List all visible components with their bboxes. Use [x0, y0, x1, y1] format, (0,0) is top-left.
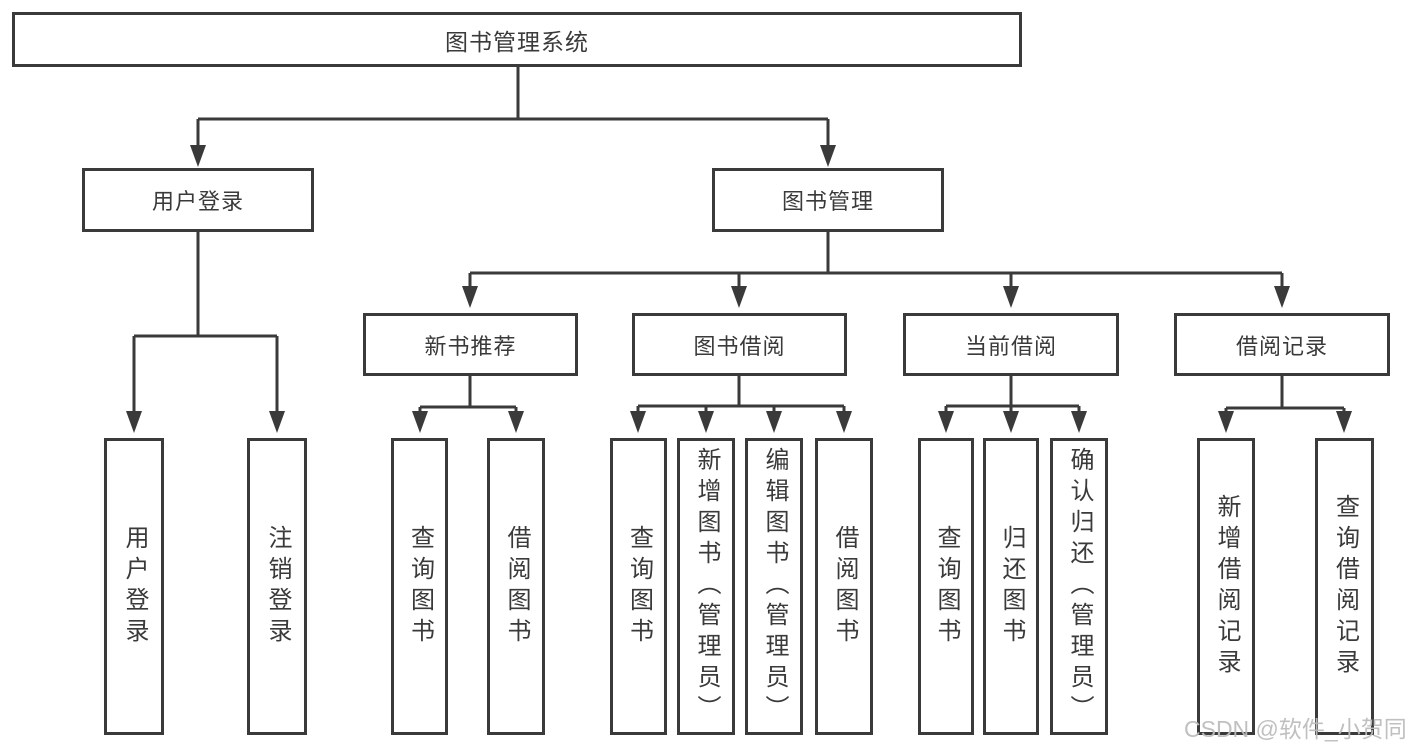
node-new-book-recommend: 新书推荐: [363, 313, 578, 376]
arrowhead-icon: [1003, 286, 1019, 308]
node-book-management: 图书管理: [712, 168, 944, 232]
arrowhead-icon: [766, 411, 782, 433]
node-label: 查询图书: [406, 524, 434, 649]
node-label: 新增图书（管理员）: [693, 447, 720, 726]
connector-new-book-recommend-children: [412, 376, 524, 433]
node-label: 查询图书: [933, 524, 960, 649]
node-label: 用户登录: [151, 189, 244, 214]
arrowhead-icon: [126, 411, 142, 433]
node-current-borrow: 当前借阅: [903, 313, 1119, 376]
node-label: 查询图书: [625, 524, 653, 649]
leaf-add-borrow-record: 新增借阅记录: [1197, 438, 1255, 735]
node-label: 当前借阅: [964, 333, 1057, 359]
node-label: 图书管理系统: [445, 28, 589, 55]
connector-root-to-level2: [190, 67, 836, 167]
leaf-query-books-borrow: 查询图书: [610, 438, 667, 735]
connector-book-borrow-children: [630, 376, 852, 433]
node-label: 注销登录: [264, 524, 291, 649]
arrowhead-icon: [731, 286, 747, 308]
node-label: 借阅图书: [831, 524, 858, 649]
node-label: 借阅记录: [1235, 333, 1328, 359]
arrowhead-icon: [1218, 411, 1234, 433]
arrowhead-icon: [508, 411, 524, 433]
arrowhead-icon: [1274, 286, 1290, 308]
connector-book-management-children: [462, 232, 1290, 308]
arrowhead-icon: [462, 286, 478, 308]
arrowhead-icon: [412, 411, 428, 433]
leaf-user-login: 用户登录: [104, 438, 164, 735]
csdn-watermark: CSDN @软件_小贺同学: [1184, 716, 1405, 742]
leaf-query-books-recommend: 查询图书: [391, 438, 448, 735]
leaf-borrow-books: 借阅图书: [815, 438, 873, 735]
connector-current-borrow-children: [938, 376, 1087, 433]
leaf-query-borrow-record: 查询借阅记录: [1315, 438, 1374, 735]
node-label: 新书推荐: [424, 333, 517, 359]
leaf-query-books-current: 查询图书: [918, 438, 974, 735]
connector-user-login-children: [126, 232, 285, 433]
leaf-confirm-return-admin: 确认归还（管理员）: [1050, 438, 1108, 735]
node-label: 用户登录: [121, 524, 148, 649]
arrowhead-icon: [698, 411, 714, 433]
leaf-return-books: 归还图书: [983, 438, 1039, 735]
arrowhead-icon: [836, 411, 852, 433]
node-library-system: 图书管理系统: [12, 12, 1022, 67]
arrowhead-icon: [1071, 411, 1087, 433]
node-label: 图书借阅: [693, 333, 786, 359]
connector-borrow-records-children: [1218, 376, 1352, 433]
node-label: 查询借阅记录: [1331, 493, 1359, 680]
leaf-add-book-admin: 新增图书（管理员）: [677, 438, 735, 735]
leaf-edit-book-admin: 编辑图书（管理员）: [745, 438, 803, 735]
node-label: 图书管理: [781, 189, 874, 214]
arrowhead-icon: [938, 411, 954, 433]
arrowhead-icon: [1336, 411, 1352, 433]
node-label: 借阅图书: [503, 524, 530, 649]
arrowhead-icon: [190, 145, 206, 167]
arrowhead-icon: [820, 145, 836, 167]
node-label: 确认归还（管理员）: [1066, 447, 1093, 726]
arrowhead-icon: [630, 411, 646, 433]
leaf-borrow-books-recommend: 借阅图书: [487, 438, 545, 735]
node-label: 新增借阅记录: [1213, 493, 1240, 680]
node-user-login: 用户登录: [82, 168, 314, 232]
node-borrow-records: 借阅记录: [1174, 313, 1390, 376]
node-label: 编辑图书（管理员）: [761, 447, 788, 726]
arrowhead-icon: [269, 411, 285, 433]
node-label: 归还图书: [998, 524, 1025, 649]
node-book-borrow: 图书借阅: [632, 313, 847, 376]
arrowhead-icon: [1003, 411, 1019, 433]
leaf-logout-login: 注销登录: [247, 438, 307, 735]
